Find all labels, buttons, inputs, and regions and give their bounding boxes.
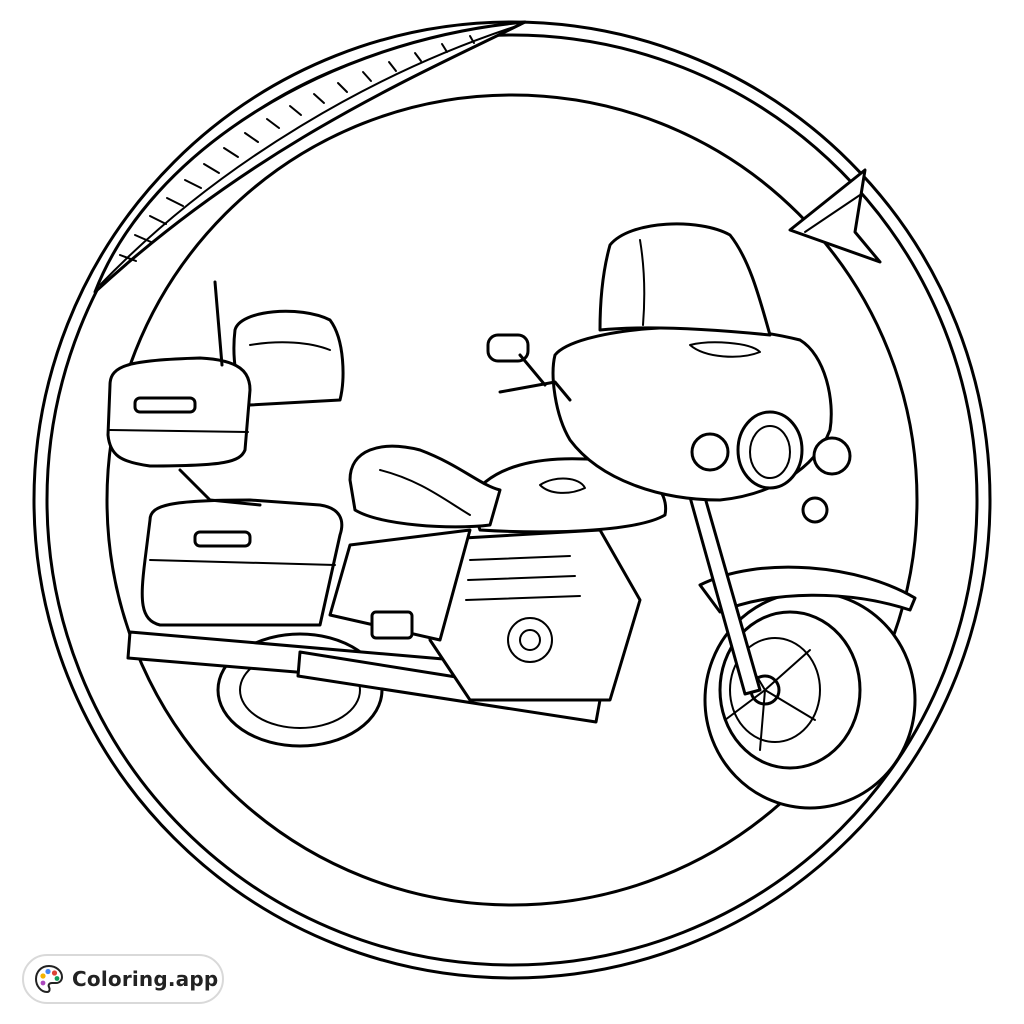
brand-name: Coloring.app [72, 967, 219, 991]
brand-badge[interactable]: Coloring.app [22, 954, 224, 1004]
palette-icon [34, 964, 64, 994]
arrow-icon [788, 168, 882, 264]
feather-icon [93, 20, 527, 294]
motorcycle-icon [106, 222, 917, 810]
